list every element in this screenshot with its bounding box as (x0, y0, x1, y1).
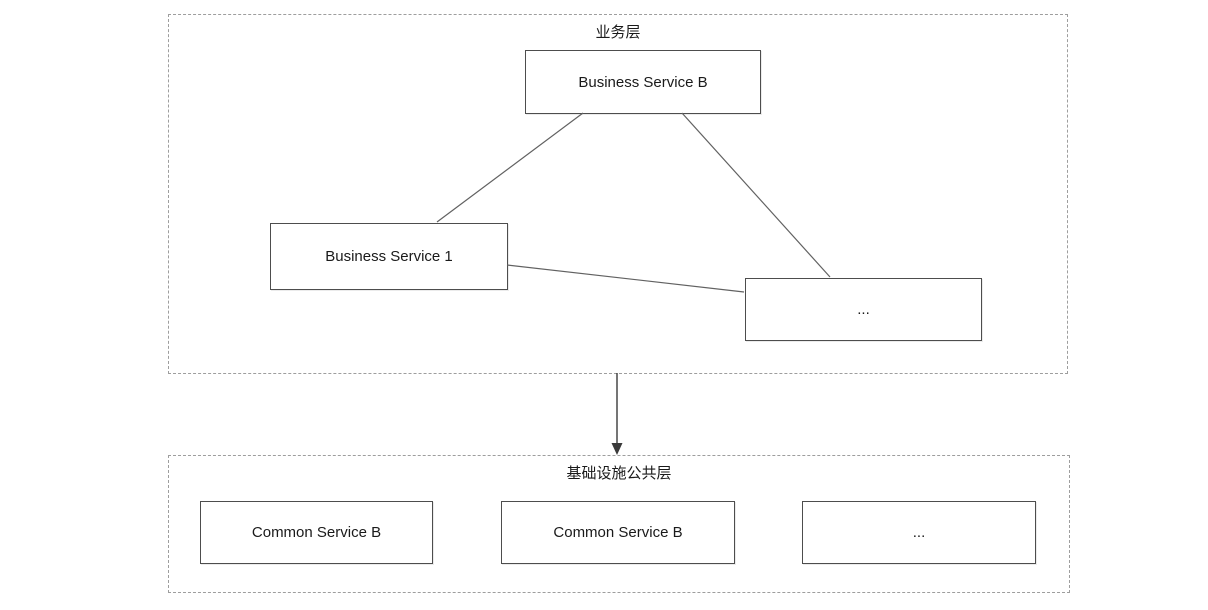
node-business-ellipsis: ... (745, 278, 982, 341)
edge-business-layer-to-infrastructure-layer (611, 373, 623, 455)
edge-business-service-b-to-business-service-1 (436, 112, 584, 223)
infrastructure-layer-label: 基础设施公共层 (566, 465, 672, 482)
node-common-service-b-2-label: Common Service B (553, 524, 683, 541)
node-infrastructure-ellipsis-label: ... (912, 524, 926, 541)
arrowhead-down-icon (611, 443, 623, 455)
infrastructure-layer-container: 基础设施公共层 Common Service B Common Service … (168, 455, 1070, 593)
node-business-service-b: Business Service B (525, 50, 761, 114)
edge-business-service-1-to-ellipsis (506, 264, 745, 293)
node-business-service-1: Business Service 1 (270, 223, 508, 290)
edge-business-service-b-to-ellipsis (681, 112, 831, 278)
node-business-service-1-label: Business Service 1 (325, 248, 453, 265)
business-layer-container: 业务层 Business Service B Business Service … (168, 14, 1068, 374)
node-infrastructure-ellipsis: ... (802, 501, 1036, 564)
node-business-ellipsis-label: ... (857, 301, 870, 318)
node-common-service-b-2: Common Service B (501, 501, 735, 564)
node-common-service-b-1: Common Service B (200, 501, 433, 564)
business-layer-label: 业务层 (595, 24, 641, 41)
node-common-service-b-1-label: Common Service B (251, 524, 382, 541)
node-business-service-b-label: Business Service B (578, 73, 708, 91)
